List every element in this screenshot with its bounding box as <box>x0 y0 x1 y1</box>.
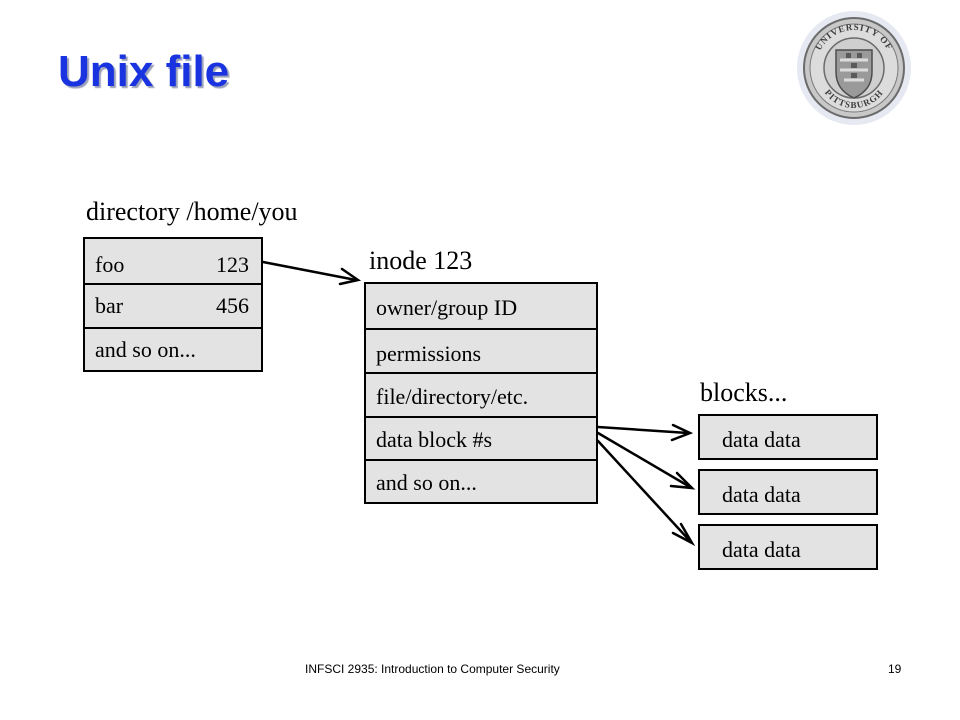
directory-entry-name: and so on... <box>95 337 196 362</box>
data-block: data data <box>698 469 878 515</box>
data-block-label: data data <box>722 537 801 562</box>
data-block-label: data data <box>722 427 801 452</box>
inode-field: file/directory/etc. <box>366 372 596 416</box>
blocks-heading: blocks... <box>700 378 788 407</box>
arrowhead <box>338 267 362 286</box>
data-block: data data <box>698 414 878 460</box>
directory-entry-name: bar <box>95 293 124 318</box>
arrowhead <box>670 423 694 442</box>
inode-field-label: file/directory/etc. <box>376 384 529 409</box>
directory-table: foo 123 bar 456 and so on... <box>83 237 263 372</box>
footer-course-title: INFSCI 2935: Introduction to Computer Se… <box>305 662 560 676</box>
inode-field: owner/group ID <box>366 284 596 328</box>
inode-field-label: owner/group ID <box>376 295 518 320</box>
inode-field: data block #s <box>366 416 596 459</box>
arrow-to-block-1 <box>596 425 690 435</box>
directory-entry-name: foo <box>95 252 125 277</box>
inode-heading: inode 123 <box>369 246 473 275</box>
inode-field-label: permissions <box>376 341 482 366</box>
data-block-label: data data <box>722 482 801 507</box>
inode-field-label: data block #s <box>376 427 493 452</box>
arrowhead <box>671 522 696 547</box>
arrowhead <box>669 471 696 490</box>
inode-table: owner/group ID permissions file/director… <box>364 282 598 504</box>
inode-field: permissions <box>366 328 596 372</box>
directory-entry: and so on... <box>85 327 261 370</box>
arrow-foo-to-inode <box>261 260 358 282</box>
directory-entry: bar 456 <box>85 283 261 327</box>
arrow-to-block-2 <box>596 431 692 489</box>
data-block: data data <box>698 524 878 570</box>
inode-field-label: and so on... <box>376 470 477 495</box>
page-number: 19 <box>888 662 902 676</box>
directory-entry-inode: 123 <box>216 252 249 277</box>
directory-entry: foo 123 <box>85 239 261 283</box>
inode-field: and so on... <box>366 459 596 502</box>
directory-heading: directory /home/you <box>86 197 298 226</box>
slide-title: Unix file <box>58 47 230 96</box>
arrow-to-block-3 <box>596 439 692 543</box>
directory-entry-inode: 456 <box>216 293 249 318</box>
university-seal-logo: UNIVERSITY OF PITTSBURGH <box>797 11 911 125</box>
